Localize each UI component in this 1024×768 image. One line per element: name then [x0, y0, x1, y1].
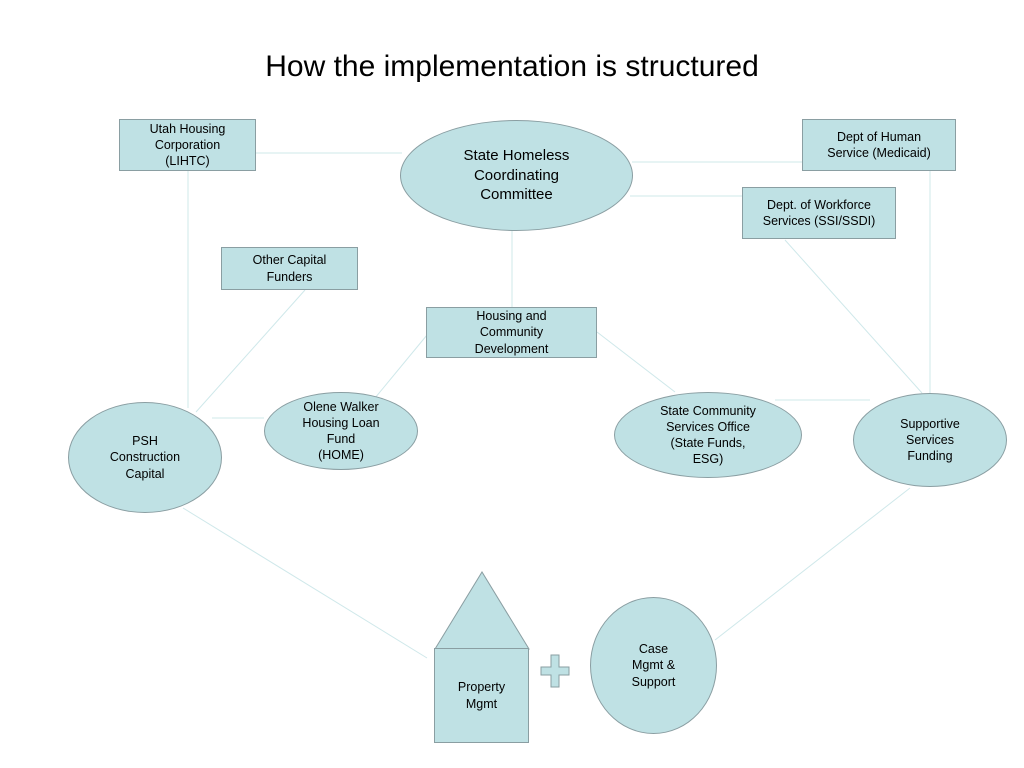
state-community-services-ellipse: State Community Services Office (State F… [614, 392, 802, 478]
connector-housing-state [596, 331, 676, 393]
utah-housing-corporation-box: Utah Housing Corporation (LIHTC) [119, 119, 256, 171]
plus-icon [540, 654, 570, 688]
dept-human-service-box: Dept of Human Service (Medicaid) [802, 119, 956, 171]
connector-workforce-supportive [784, 239, 923, 394]
other-capital-funders-box: Other Capital Funders [221, 247, 358, 290]
psh-construction-capital-ellipse: PSH Construction Capital [68, 402, 222, 513]
connector-other-psh [195, 289, 306, 413]
supportive-services-funding-ellipse: Supportive Services Funding [853, 393, 1007, 487]
connector-psh-property [182, 507, 428, 659]
state-homeless-committee-ellipse: State Homeless Coordinating Committee [400, 120, 633, 231]
connector-supportive-case [714, 487, 911, 641]
property-mgmt-house: Property Mgmt [434, 648, 529, 743]
house-roof-icon [434, 571, 530, 650]
connector-housing-olene [374, 334, 428, 399]
case-mgmt-support-circle: Case Mgmt & Support [590, 597, 717, 734]
housing-community-development-box: Housing and Community Development [426, 307, 597, 358]
dept-workforce-services-box: Dept. of Workforce Services (SSI/SSDI) [742, 187, 896, 239]
olene-walker-fund-ellipse: Olene Walker Housing Loan Fund (HOME) [264, 392, 418, 470]
page-title: How the implementation is structured [265, 50, 759, 83]
